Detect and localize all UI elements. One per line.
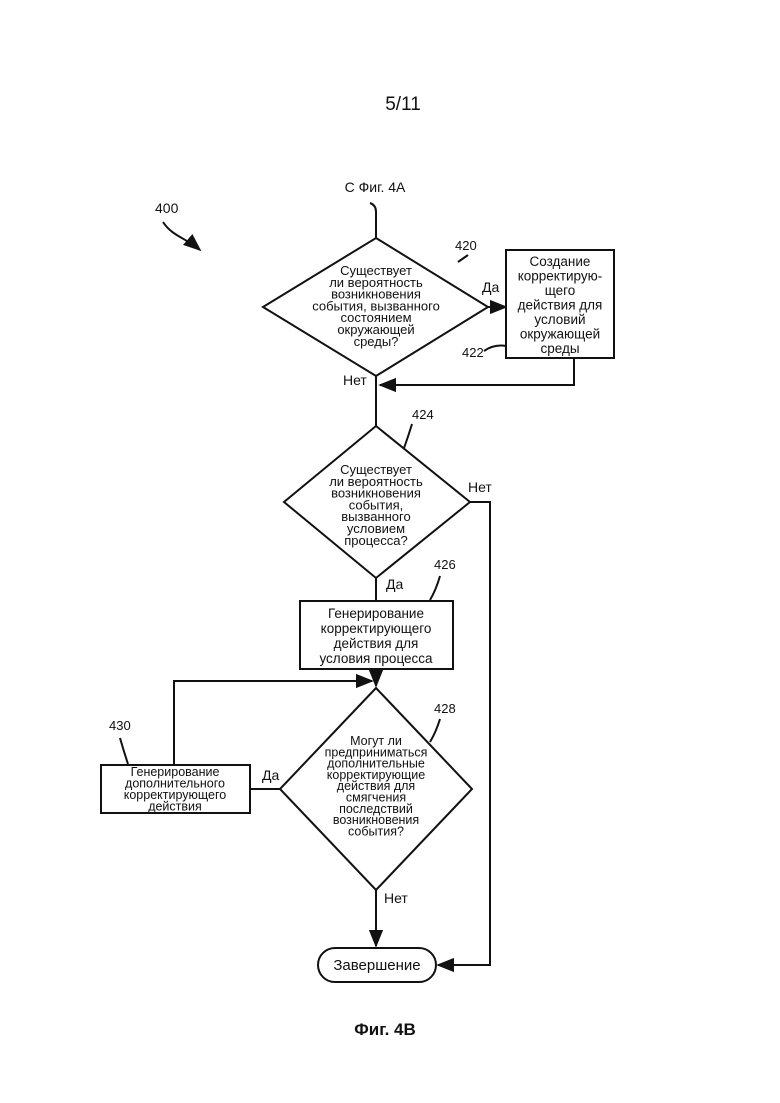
d428-text-line: события? (348, 824, 404, 838)
decision-428-ref: 428 (434, 701, 456, 716)
decision-424-ref-leader (404, 424, 412, 448)
connector-in-line (370, 203, 376, 238)
box-426-ref-leader (430, 576, 440, 600)
box-430-ref: 430 (109, 718, 131, 733)
decision-420-ref-leader (458, 255, 468, 262)
b426-text-line: условия процесса (319, 651, 433, 666)
b422-text-line: Создание (530, 254, 591, 269)
b422-text-line: окружающей (520, 327, 600, 342)
terminator-end-label: Завершение (333, 957, 420, 974)
figure-caption: Фиг. 4B (354, 1020, 416, 1039)
b426-text-line: действия для (334, 636, 419, 651)
figure-ref-label: 400 (155, 200, 179, 216)
box-430-ref-leader (120, 738, 128, 764)
box-422-text: Созданиекорректирую-щегодействия дляусло… (518, 254, 603, 356)
b422-text-line: щего (545, 283, 576, 298)
d424-text-line: процесса? (344, 533, 408, 548)
d420-text-line: среды? (354, 334, 399, 349)
decision-424-ref: 424 (412, 407, 434, 422)
edge-420-no-label: Нет (343, 372, 367, 388)
page-number: 5/11 (385, 94, 421, 115)
figure-ref-arrow (163, 222, 200, 250)
box-426-text: Генерированиекорректирующегодействия для… (319, 606, 433, 666)
b426-text-line: Генерирование (328, 606, 424, 621)
edge-428-yes-label: Да (262, 767, 279, 783)
box-422-ref-leader (484, 346, 506, 351)
connector-in-label: С Фиг. 4А (345, 179, 406, 195)
box-422-ref: 422 (462, 345, 484, 360)
decision-420-ref: 420 (455, 238, 477, 253)
edge-420-yes-label: Да (482, 279, 499, 295)
b430-text-line: действия (148, 800, 202, 814)
b422-text-line: среды (540, 341, 579, 356)
box-426-ref: 426 (434, 557, 456, 572)
edge-424-no-label: Нет (468, 479, 492, 495)
b422-text-line: условий (534, 312, 585, 327)
b422-text-line: действия для (518, 298, 603, 313)
b426-text-line: корректирующего (321, 621, 432, 636)
b422-text-line: корректирую- (518, 269, 603, 284)
edge-422-return (380, 358, 574, 385)
decision-428-text: Могут липредприниматьсядополнительныекор… (325, 734, 428, 838)
edge-428-no-label: Нет (384, 890, 408, 906)
edge-424-yes-label: Да (386, 576, 403, 592)
decision-428-ref-leader (430, 719, 440, 742)
